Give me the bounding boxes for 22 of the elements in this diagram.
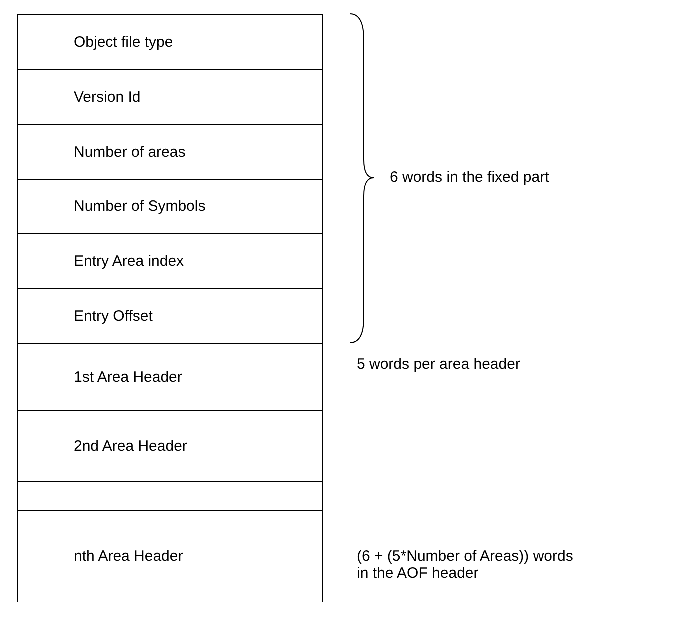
annotation-text: (6 + (5*Number of Areas)) words in the AOF header: [357, 548, 574, 582]
row-text: nth Area Header: [73, 548, 184, 565]
row-text: Number of Symbols: [73, 198, 206, 215]
annotation-text: 6 words in the fixed part: [390, 169, 550, 186]
row-text: 1st Area Header: [73, 368, 182, 386]
row-text: Entry Offset: [73, 308, 153, 324]
row-text: Version Id: [73, 88, 141, 106]
annotation-text: 5 words per area header: [357, 356, 522, 373]
row-text: 2nd Area Header: [73, 438, 188, 454]
table-row: [17, 69, 323, 124]
table-row: [17, 343, 323, 410]
table-row: [17, 179, 323, 233]
table-row: [17, 288, 323, 343]
row-text: Object file type: [73, 34, 174, 50]
table-row: [17, 410, 323, 481]
row-text: Number of areas: [73, 144, 186, 160]
empty-table-row: [17, 481, 323, 510]
row-text: Entry Area index: [73, 252, 184, 270]
table-row: [17, 124, 323, 179]
table-row: [17, 233, 323, 288]
table-row: [17, 14, 323, 69]
table-row: [17, 510, 323, 602]
